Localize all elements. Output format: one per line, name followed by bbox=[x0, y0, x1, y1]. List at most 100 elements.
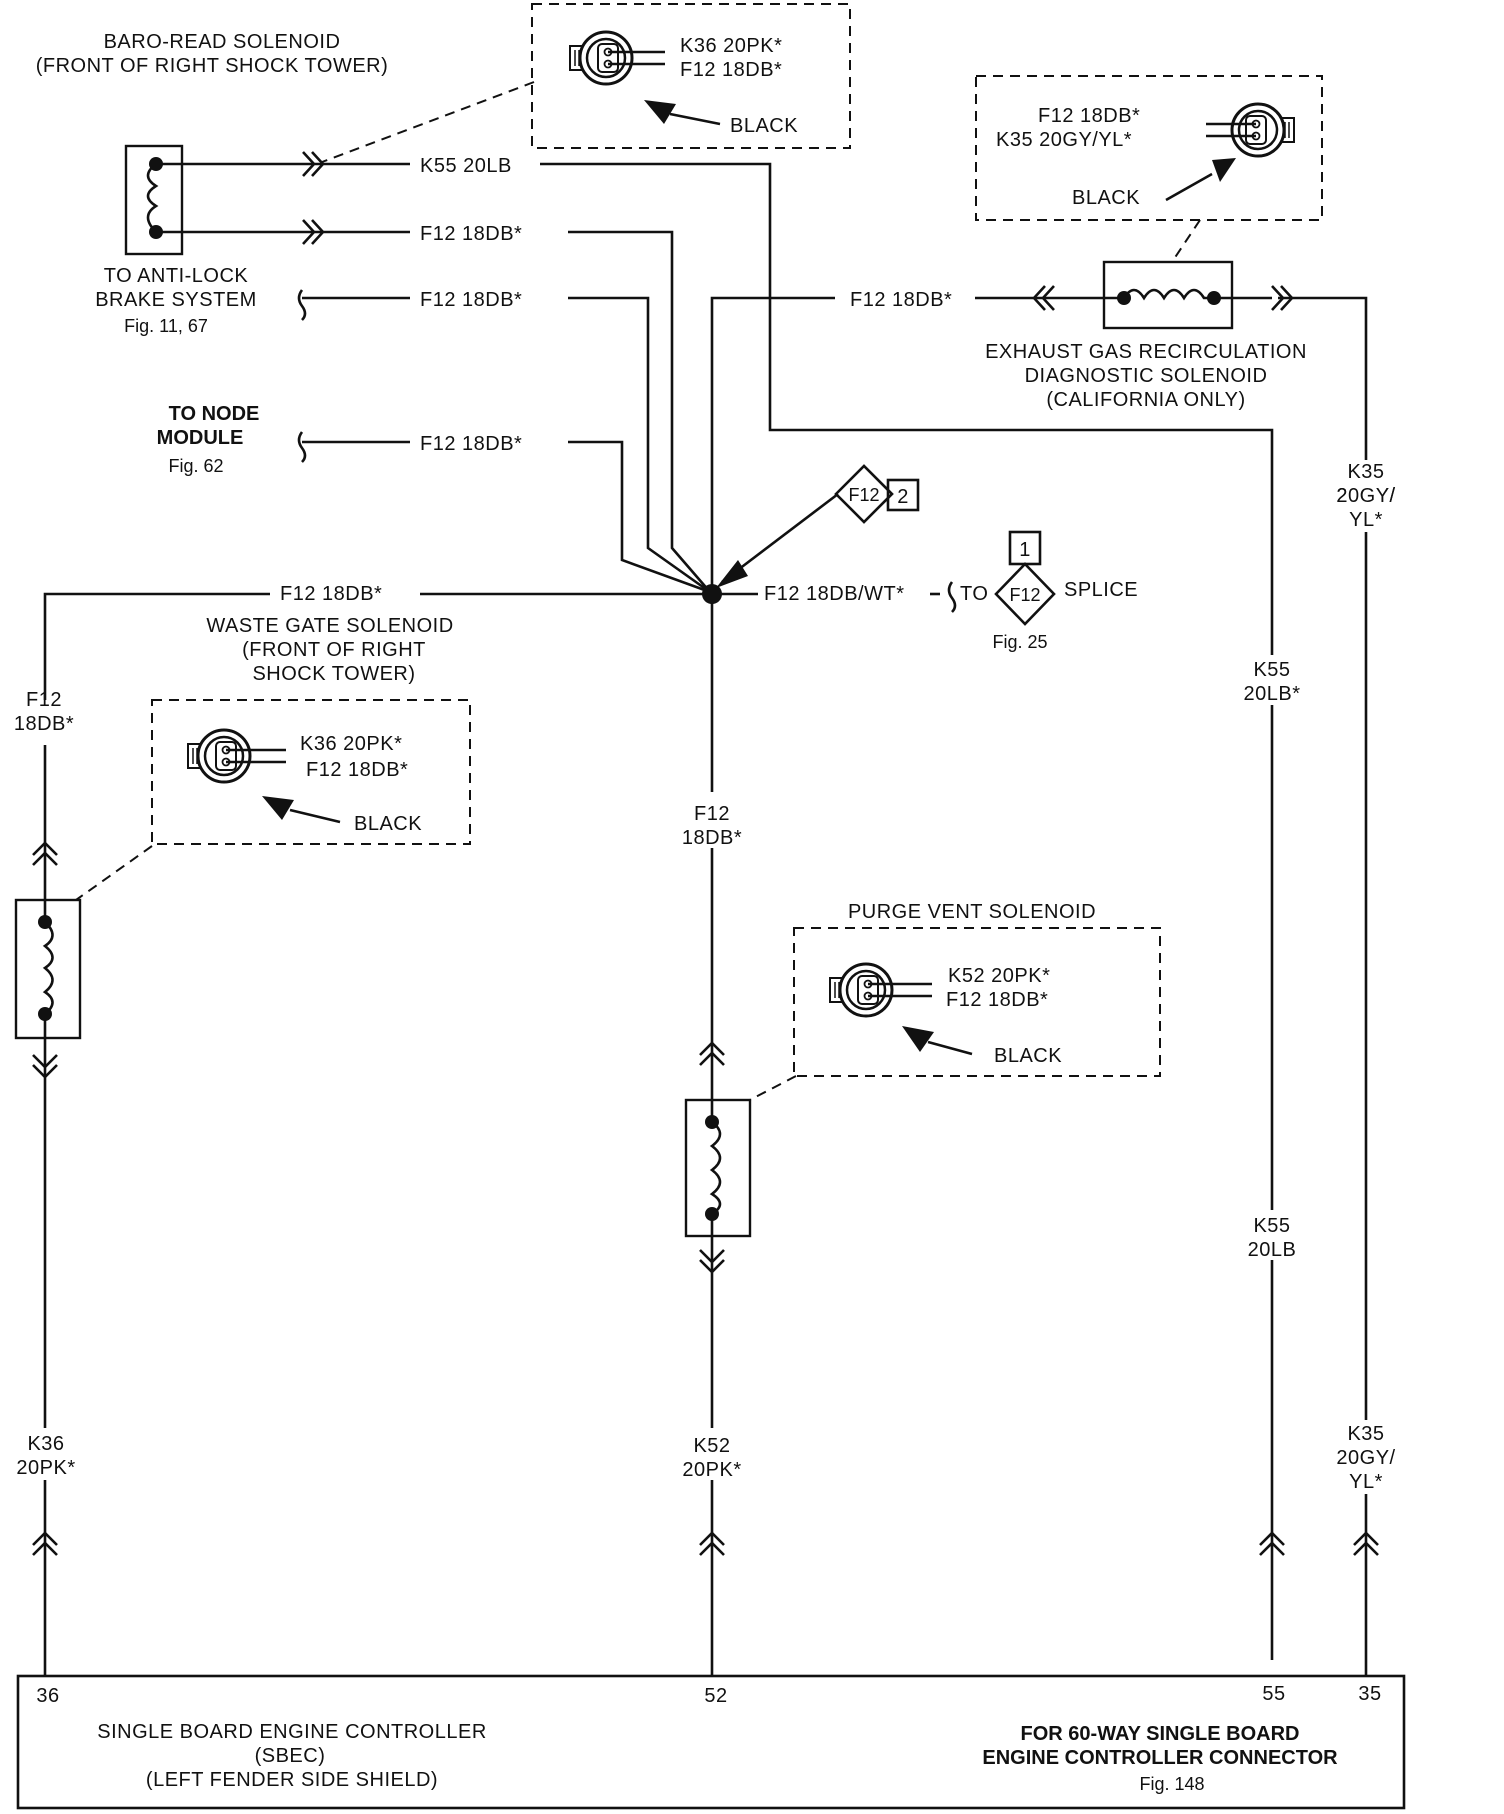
baro-read-pin-leads bbox=[608, 50, 665, 66]
purge-vent-title: PURGE VENT SOLENOID bbox=[848, 901, 1096, 923]
k55-wire bbox=[540, 162, 1274, 1660]
purge-vent-leader bbox=[745, 1075, 797, 1103]
purge-vent-terminal-1 bbox=[705, 1115, 719, 1129]
f12-label-a: F12 18DB* bbox=[420, 223, 522, 245]
sbec-ref: Fig. 148 bbox=[1139, 1774, 1204, 1794]
k55-mid-gap bbox=[1250, 655, 1310, 705]
purge-vent-connector-icon bbox=[828, 962, 894, 1018]
purge-vent-terminal-2 bbox=[705, 1207, 719, 1221]
splice-top-num: 1 bbox=[1019, 539, 1031, 561]
egr-pin2: K35 20GY/YL* bbox=[996, 129, 1132, 151]
sbec-note-1: FOR 60-WAY SINGLE BOARD bbox=[1021, 1723, 1300, 1745]
splice-callout-arrowhead bbox=[716, 560, 748, 588]
k35-low-label-3: YL* bbox=[1349, 1471, 1383, 1493]
f12-label-egr: F12 18DB* bbox=[850, 289, 952, 311]
baro-read-connector-icon bbox=[568, 30, 634, 86]
splice-ref: Fig. 25 bbox=[992, 632, 1047, 652]
splice-wire-label: F12 18DB/WT* bbox=[764, 583, 904, 605]
egr-pin-leads bbox=[1206, 122, 1256, 138]
k35-low-gap bbox=[1336, 1422, 1396, 1494]
f12-wire-egr bbox=[710, 296, 835, 592]
egr-title-1: EXHAUST GAS RECIRCULATION bbox=[985, 341, 1307, 363]
waste-gate-title-1: WASTE GATE SOLENOID bbox=[206, 615, 453, 637]
k55-mid-label-2: 20LB* bbox=[1244, 683, 1301, 705]
waste-gate-pin-leads bbox=[226, 748, 286, 764]
sbec-title-1: SINGLE BOARD ENGINE CONTROLLER bbox=[97, 1721, 487, 1743]
sbec-box bbox=[16, 1674, 1406, 1810]
k35-upper-text-3: YL* bbox=[1349, 509, 1383, 531]
k35-upper-text-2: 20GY/ bbox=[1336, 485, 1395, 507]
waste-gate-arrow bbox=[289, 808, 341, 824]
k55-label-top: K55 20LB bbox=[420, 155, 512, 177]
k35-low-label-1: K35 bbox=[1347, 1423, 1384, 1445]
f12-left-vert-label-1: F12 bbox=[26, 689, 62, 711]
waste-gate-connector-box bbox=[151, 699, 471, 845]
baro-read-color: BLACK bbox=[730, 115, 798, 137]
k35-low-label-2: 20GY/ bbox=[1336, 1447, 1395, 1469]
purge-vent-color: BLACK bbox=[994, 1045, 1062, 1067]
egr-terminal-2 bbox=[1207, 291, 1221, 305]
waste-gate-terminal-1 bbox=[38, 915, 52, 929]
waste-gate-arrowhead bbox=[262, 796, 294, 820]
baro-read-terminal-1 bbox=[149, 157, 163, 171]
anti-lock-ref: Fig. 11, 67 bbox=[124, 316, 208, 336]
egr-arrowhead bbox=[1212, 158, 1236, 182]
f12-label-left: F12 18DB* bbox=[280, 583, 382, 605]
f12-wire-node bbox=[568, 440, 711, 594]
k35-upper-text-1: K35 bbox=[1347, 461, 1384, 483]
f12-wire-left-top bbox=[43, 592, 270, 700]
egr-title-3: (CALIFORNIA ONLY) bbox=[1046, 389, 1245, 411]
baro-read-subtitle: (FRONT OF RIGHT SHOCK TOWER) bbox=[36, 55, 389, 77]
baro-read-terminal-2 bbox=[149, 225, 163, 239]
splice-diamond bbox=[994, 562, 1056, 626]
anti-lock-label-2: BRAKE SYSTEM bbox=[95, 289, 257, 311]
baro-read-pin1: K36 20PK* bbox=[680, 35, 782, 57]
waste-gate-title-3: SHOCK TOWER) bbox=[252, 663, 415, 685]
sbec-pin-52: 52 bbox=[704, 1685, 727, 1707]
f12-center-label-2: 18DB* bbox=[682, 827, 742, 849]
k36-low-label-2: 20PK* bbox=[16, 1457, 75, 1479]
k35-wire-upper bbox=[1278, 296, 1368, 460]
k35-upper-gap bbox=[1346, 460, 1386, 532]
waste-gate-terminal-2 bbox=[38, 1007, 52, 1021]
splice-diamond-id: F12 bbox=[1009, 585, 1040, 605]
egr-connector-icon bbox=[1230, 102, 1296, 158]
f12-center-gap bbox=[680, 798, 746, 848]
f12-wire-abs bbox=[568, 230, 711, 593]
node-module-ref: Fig. 62 bbox=[168, 456, 223, 476]
purge-vent-pin-leads bbox=[868, 982, 932, 998]
f12-center-label-1: F12 bbox=[694, 803, 730, 825]
k36-low-gap bbox=[16, 1430, 76, 1480]
k55-low-label-1: K55 bbox=[1253, 1215, 1290, 1237]
baro-read-leader bbox=[321, 81, 535, 163]
splice-node bbox=[702, 584, 722, 604]
purge-vent-arrowhead bbox=[902, 1026, 934, 1052]
egr-coil bbox=[1010, 288, 1272, 301]
splice-callout-id: F12 bbox=[848, 485, 879, 505]
sbec-note-2: ENGINE CONTROLLER CONNECTOR bbox=[982, 1747, 1338, 1769]
splice-to-label: TO bbox=[960, 583, 988, 605]
splice-callout-num: 2 bbox=[897, 486, 909, 508]
k55-low-gap bbox=[1250, 1210, 1300, 1260]
waste-gate-color: BLACK bbox=[354, 813, 422, 835]
k36-low-label-1: K36 bbox=[27, 1433, 64, 1455]
f12-wire-abs2 bbox=[568, 296, 711, 594]
waste-gate-title-2: (FRONT OF RIGHT bbox=[242, 639, 426, 661]
waste-gate-pin2: F12 18DB* bbox=[306, 759, 408, 781]
f12-label-node: F12 18DB* bbox=[420, 433, 522, 455]
k55-mid-label-1: K55 bbox=[1253, 659, 1290, 681]
waste-gate-pin1: K36 20PK* bbox=[300, 733, 402, 755]
baro-read-arrowhead bbox=[644, 100, 676, 124]
baro-read-connector-box bbox=[531, 3, 851, 149]
f12-label-b: F12 18DB* bbox=[420, 289, 522, 311]
sbec-title-2: (SBEC) bbox=[255, 1745, 326, 1767]
waste-gate-leader bbox=[75, 845, 153, 901]
egr-connector-box bbox=[975, 75, 1323, 221]
baro-read-arrow bbox=[669, 112, 721, 126]
f12-left-vert-label-2: 18DB* bbox=[14, 713, 74, 735]
baro-read-coil bbox=[146, 162, 300, 234]
k52-low-label-2: 20PK* bbox=[682, 1459, 741, 1481]
purge-vent-pin2: F12 18DB* bbox=[946, 989, 1048, 1011]
purge-vent-connector-box bbox=[793, 927, 1161, 1077]
anti-lock-label-1: TO ANTI-LOCK bbox=[104, 265, 249, 287]
